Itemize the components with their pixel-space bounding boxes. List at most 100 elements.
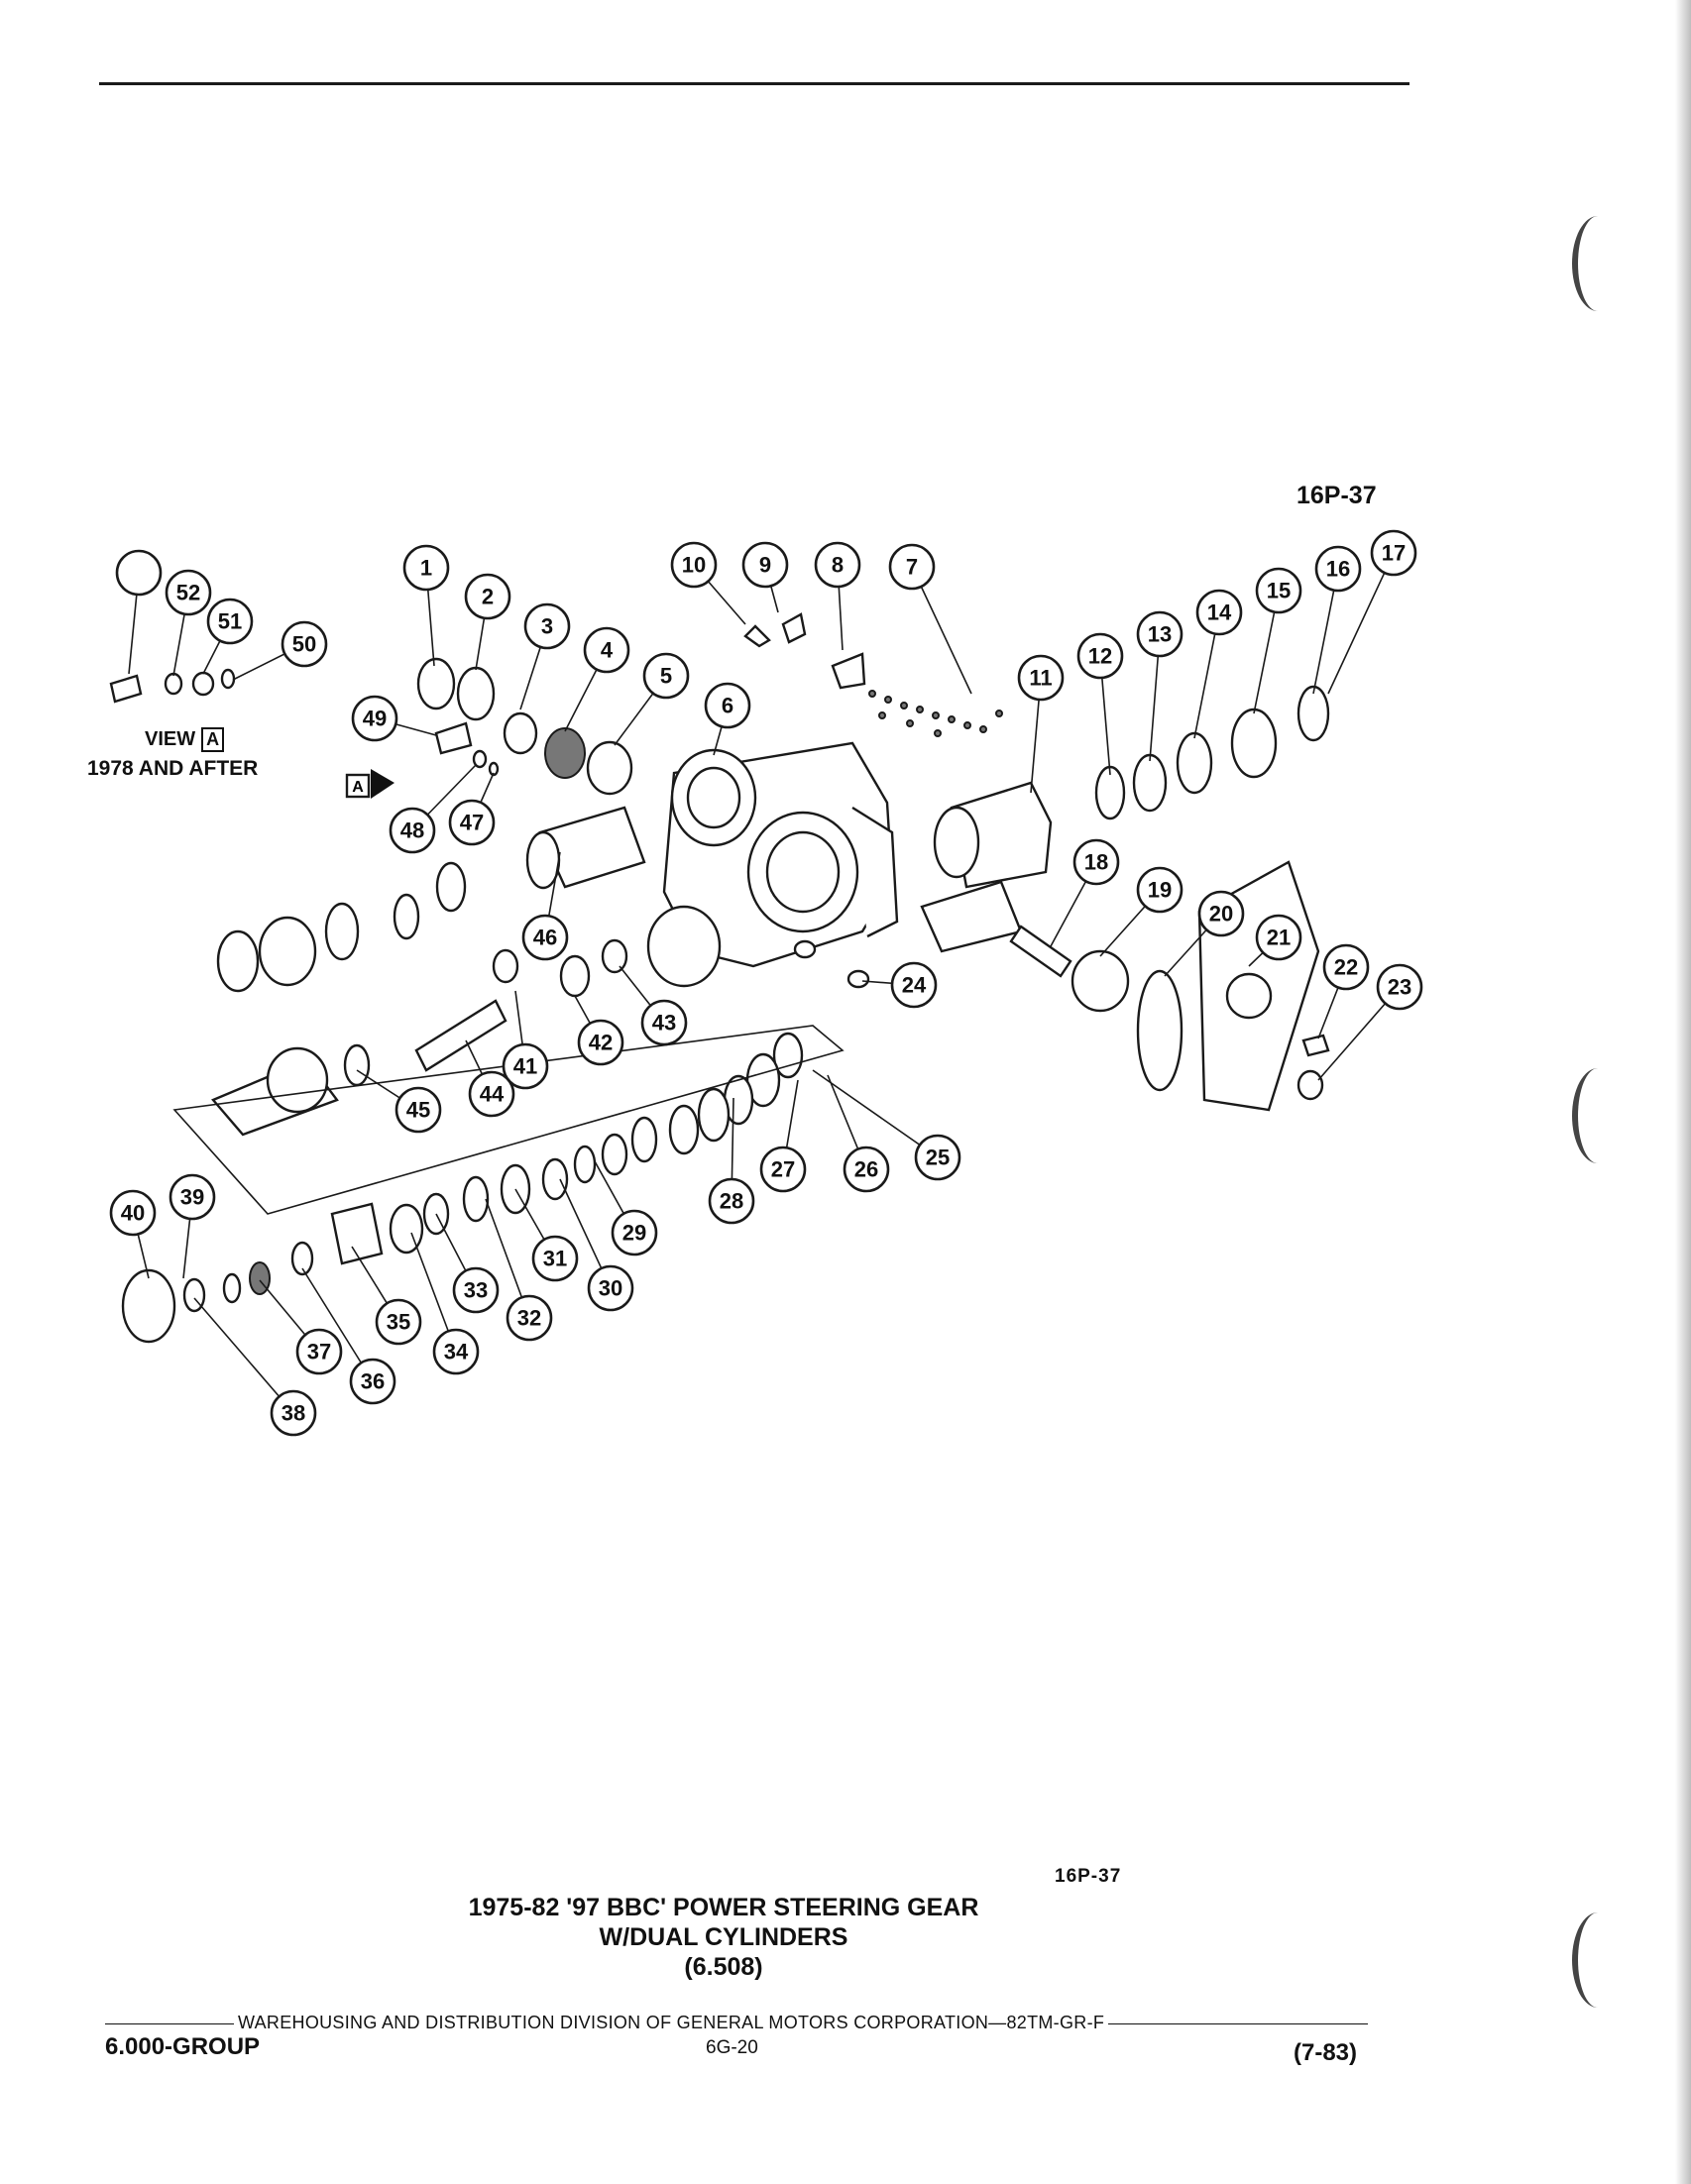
callout-circle xyxy=(506,1294,553,1342)
sector-shaft xyxy=(920,880,1072,978)
callout-number: 9 xyxy=(759,553,771,578)
callout-21: 21 xyxy=(1248,914,1302,967)
callout-number: 22 xyxy=(1334,955,1358,980)
callout-number: 47 xyxy=(460,811,484,835)
callout-23: 23 xyxy=(1317,963,1423,1081)
callout-51: 51 xyxy=(202,598,254,675)
callout-circle xyxy=(1376,963,1423,1011)
callout-number: 19 xyxy=(1148,878,1172,903)
callout-circle xyxy=(468,1070,515,1118)
callout-10: 10 xyxy=(670,541,746,625)
view-label-text: VIEW xyxy=(145,728,196,750)
callout-circle xyxy=(270,1389,317,1437)
callout-circle xyxy=(611,1209,658,1256)
view-a-box-letter: A xyxy=(352,779,364,796)
caption-line-3: (6.508) xyxy=(684,1953,763,1981)
callout-circle xyxy=(432,1328,480,1375)
callout-number: 14 xyxy=(1207,601,1232,625)
leader-line xyxy=(1327,552,1395,695)
callout-22: 22 xyxy=(1317,943,1370,1039)
callout-circle xyxy=(1076,632,1124,680)
callout-undefined xyxy=(115,549,163,675)
callout-circle xyxy=(704,682,751,729)
callout-number: 52 xyxy=(176,581,200,605)
callout-number: 24 xyxy=(902,973,927,998)
callout-36: 36 xyxy=(301,1267,396,1405)
callout-42: 42 xyxy=(574,995,624,1066)
callout-number: 1 xyxy=(420,556,432,581)
callout-circle xyxy=(1017,654,1065,702)
callout-14: 14 xyxy=(1193,589,1243,739)
callout-40: 40 xyxy=(109,1189,157,1279)
callout-16: 16 xyxy=(1312,545,1362,695)
callout-circle xyxy=(1255,567,1302,614)
callout-number: 41 xyxy=(513,1054,537,1079)
callout-15: 15 xyxy=(1253,567,1302,714)
callout-number: 4 xyxy=(601,638,614,663)
callout-number: 49 xyxy=(363,707,387,731)
leader-line xyxy=(911,566,972,695)
callout-number: 11 xyxy=(1029,666,1052,691)
callout-13: 13 xyxy=(1136,610,1184,762)
callout-number: 50 xyxy=(292,632,316,657)
callout-number: 45 xyxy=(406,1098,430,1123)
callout-circle xyxy=(1136,610,1184,658)
view-a-box xyxy=(345,773,371,799)
callout-number: 3 xyxy=(541,614,553,639)
callout-18: 18 xyxy=(1050,838,1120,947)
callout-number: 18 xyxy=(1084,850,1108,875)
callout-3: 3 xyxy=(519,602,571,710)
callout-17: 17 xyxy=(1327,529,1417,695)
callout-27: 27 xyxy=(759,1079,807,1193)
callout-circle xyxy=(389,807,436,854)
callout-circle xyxy=(169,1173,216,1221)
figure-id: 16P-37 xyxy=(1296,482,1377,509)
callout-circle xyxy=(295,1328,343,1375)
valve-assembly xyxy=(933,781,1053,889)
view-years: 1978 AND AFTER xyxy=(87,757,259,780)
callout-number: 12 xyxy=(1088,644,1112,669)
callout-circle xyxy=(448,799,496,846)
caption-figure-id: 16P-37 xyxy=(1055,1866,1122,1887)
caption-line-2: W/DUAL CYLINDERS xyxy=(599,1923,848,1951)
footer-division-line: WAREHOUSING AND DISTRIBUTION DIVISION OF… xyxy=(105,2013,1368,2033)
callout-43: 43 xyxy=(619,965,688,1046)
callout-circle xyxy=(402,544,450,592)
callout-circle xyxy=(1197,890,1245,937)
callout-45: 45 xyxy=(356,1069,442,1134)
callout-number: 17 xyxy=(1382,541,1406,566)
callout-circle xyxy=(452,1266,500,1314)
callout-number: 15 xyxy=(1267,579,1291,603)
callout-number: 37 xyxy=(307,1340,331,1365)
callout-circle xyxy=(890,961,938,1009)
callout-number: 25 xyxy=(926,1146,950,1170)
callout-8: 8 xyxy=(814,541,861,651)
footer-page: 6G-20 xyxy=(706,2037,758,2058)
callout-32: 32 xyxy=(485,1198,553,1342)
callout-number: 48 xyxy=(400,819,424,843)
callout-circle xyxy=(281,620,328,668)
callout-number: 42 xyxy=(589,1031,613,1055)
callout-circle xyxy=(814,541,861,589)
callout-4: 4 xyxy=(564,626,630,732)
callout-circle xyxy=(914,1134,961,1181)
callout-38: 38 xyxy=(193,1297,317,1437)
callout-25: 25 xyxy=(812,1069,961,1181)
callout-number: 28 xyxy=(720,1189,743,1214)
rings-seals xyxy=(109,612,1330,1344)
callout-number: 20 xyxy=(1209,902,1233,927)
callout-circle xyxy=(502,1042,549,1090)
callout-number: 23 xyxy=(1388,975,1411,1000)
callout-37: 37 xyxy=(259,1279,343,1375)
top-rule xyxy=(99,82,1409,85)
callout-circle xyxy=(759,1146,807,1193)
callout-number: 35 xyxy=(387,1310,410,1335)
callout-35: 35 xyxy=(351,1246,422,1346)
callout-number: 16 xyxy=(1326,557,1350,582)
callout-31: 31 xyxy=(514,1188,579,1282)
callout-47: 47 xyxy=(448,772,496,846)
callout-circle xyxy=(1314,545,1362,593)
callout-29: 29 xyxy=(594,1160,658,1256)
callout-number: 33 xyxy=(464,1278,488,1303)
